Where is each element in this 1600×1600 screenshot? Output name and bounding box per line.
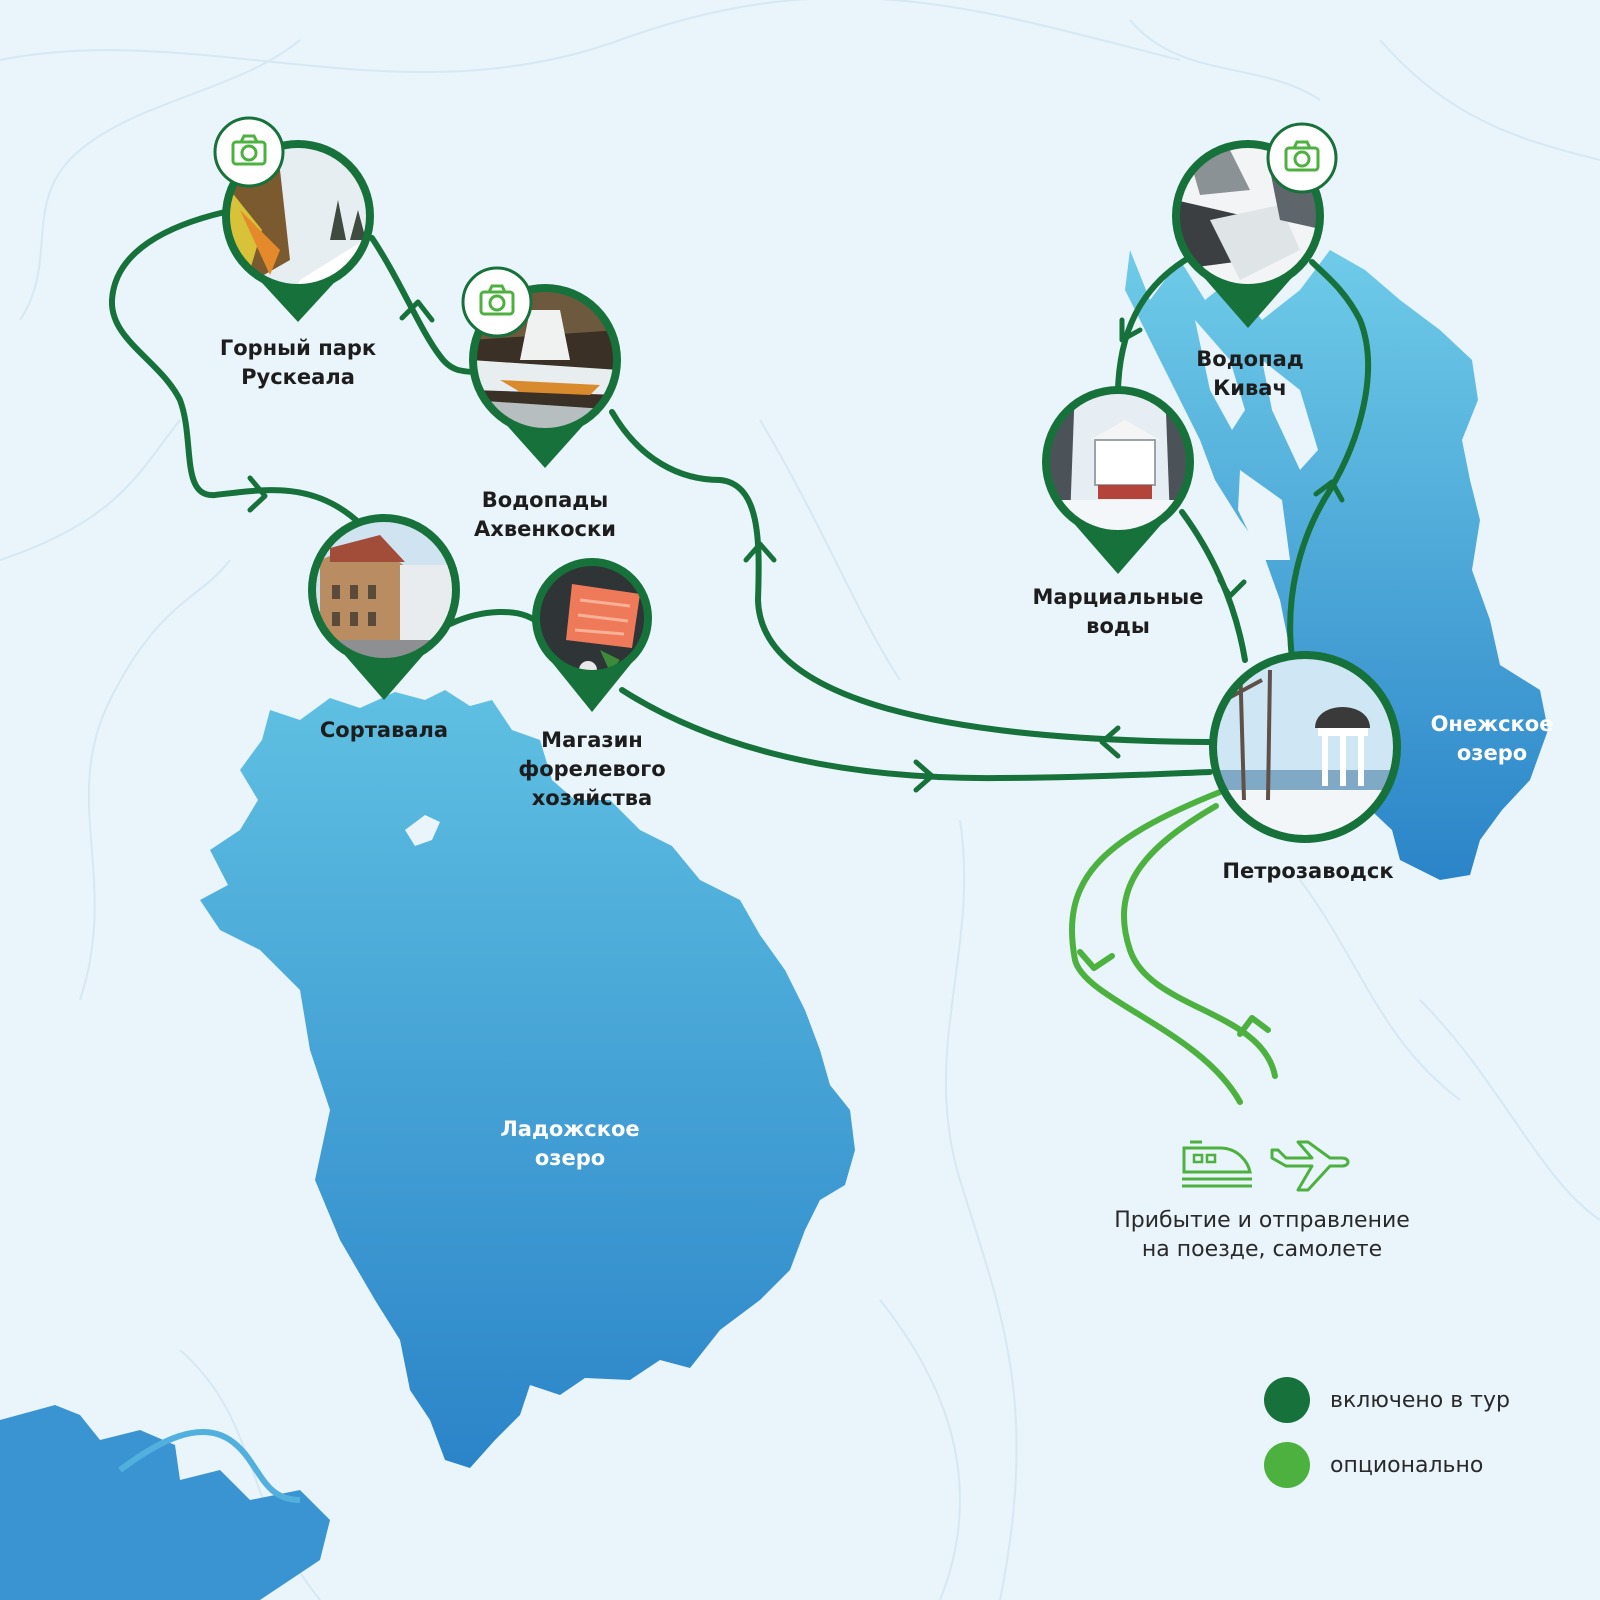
pin-martsialnye[interactable] xyxy=(1042,385,1195,574)
route-ruskeala-ahvenkoski xyxy=(369,235,481,375)
legend-included-dot xyxy=(1264,1377,1310,1423)
camera-icon xyxy=(1284,140,1320,172)
route-kivach-marts xyxy=(1115,253,1195,393)
ladoga-lake xyxy=(200,690,855,1468)
photo-badge-ahvenkoski xyxy=(461,266,533,338)
airplane-icon xyxy=(1270,1140,1350,1192)
pin-sortavala[interactable] xyxy=(308,514,460,700)
optional-route-out xyxy=(1069,789,1243,1105)
route-arrows xyxy=(247,299,1345,793)
optional-routes xyxy=(1069,789,1278,1105)
legend-optional-dot xyxy=(1264,1442,1310,1488)
legend-optional-label: опционально xyxy=(1330,1452,1484,1478)
legend-included: включено в тур xyxy=(1262,1377,1510,1423)
transport-note: Прибытие и отправление на поезде, самоле… xyxy=(1114,1208,1410,1262)
gulf-channel xyxy=(118,1429,301,1503)
route-sortavala-trout xyxy=(447,608,543,627)
photo-badge-kivach xyxy=(1266,122,1338,194)
ladoga-island xyxy=(405,815,440,846)
legend-optional: опционально xyxy=(1262,1442,1483,1488)
route-petrozavodsk-kivach-east xyxy=(1287,259,1372,661)
gulf-water xyxy=(0,1405,330,1600)
camera-icon xyxy=(479,284,515,316)
included-routes xyxy=(108,209,1372,782)
route-ahvenkoski-petrozavodsk xyxy=(609,409,1213,745)
camera-icon xyxy=(231,134,267,166)
label-sortavala: Сортавала xyxy=(319,718,449,742)
route-trout-petrozavodsk xyxy=(619,687,1213,782)
onega-bays xyxy=(1195,320,1318,560)
photo-badge-ruskeala xyxy=(213,116,285,188)
train-icon xyxy=(1182,1140,1252,1188)
optional-route-in xyxy=(1120,803,1278,1079)
pin-trout-shop[interactable] xyxy=(532,558,655,712)
pin-petrozavodsk[interactable] xyxy=(1209,651,1401,843)
legend-included-label: включено в тур xyxy=(1330,1387,1510,1413)
label-petrozavodsk: Петрозаводск xyxy=(1222,859,1394,883)
